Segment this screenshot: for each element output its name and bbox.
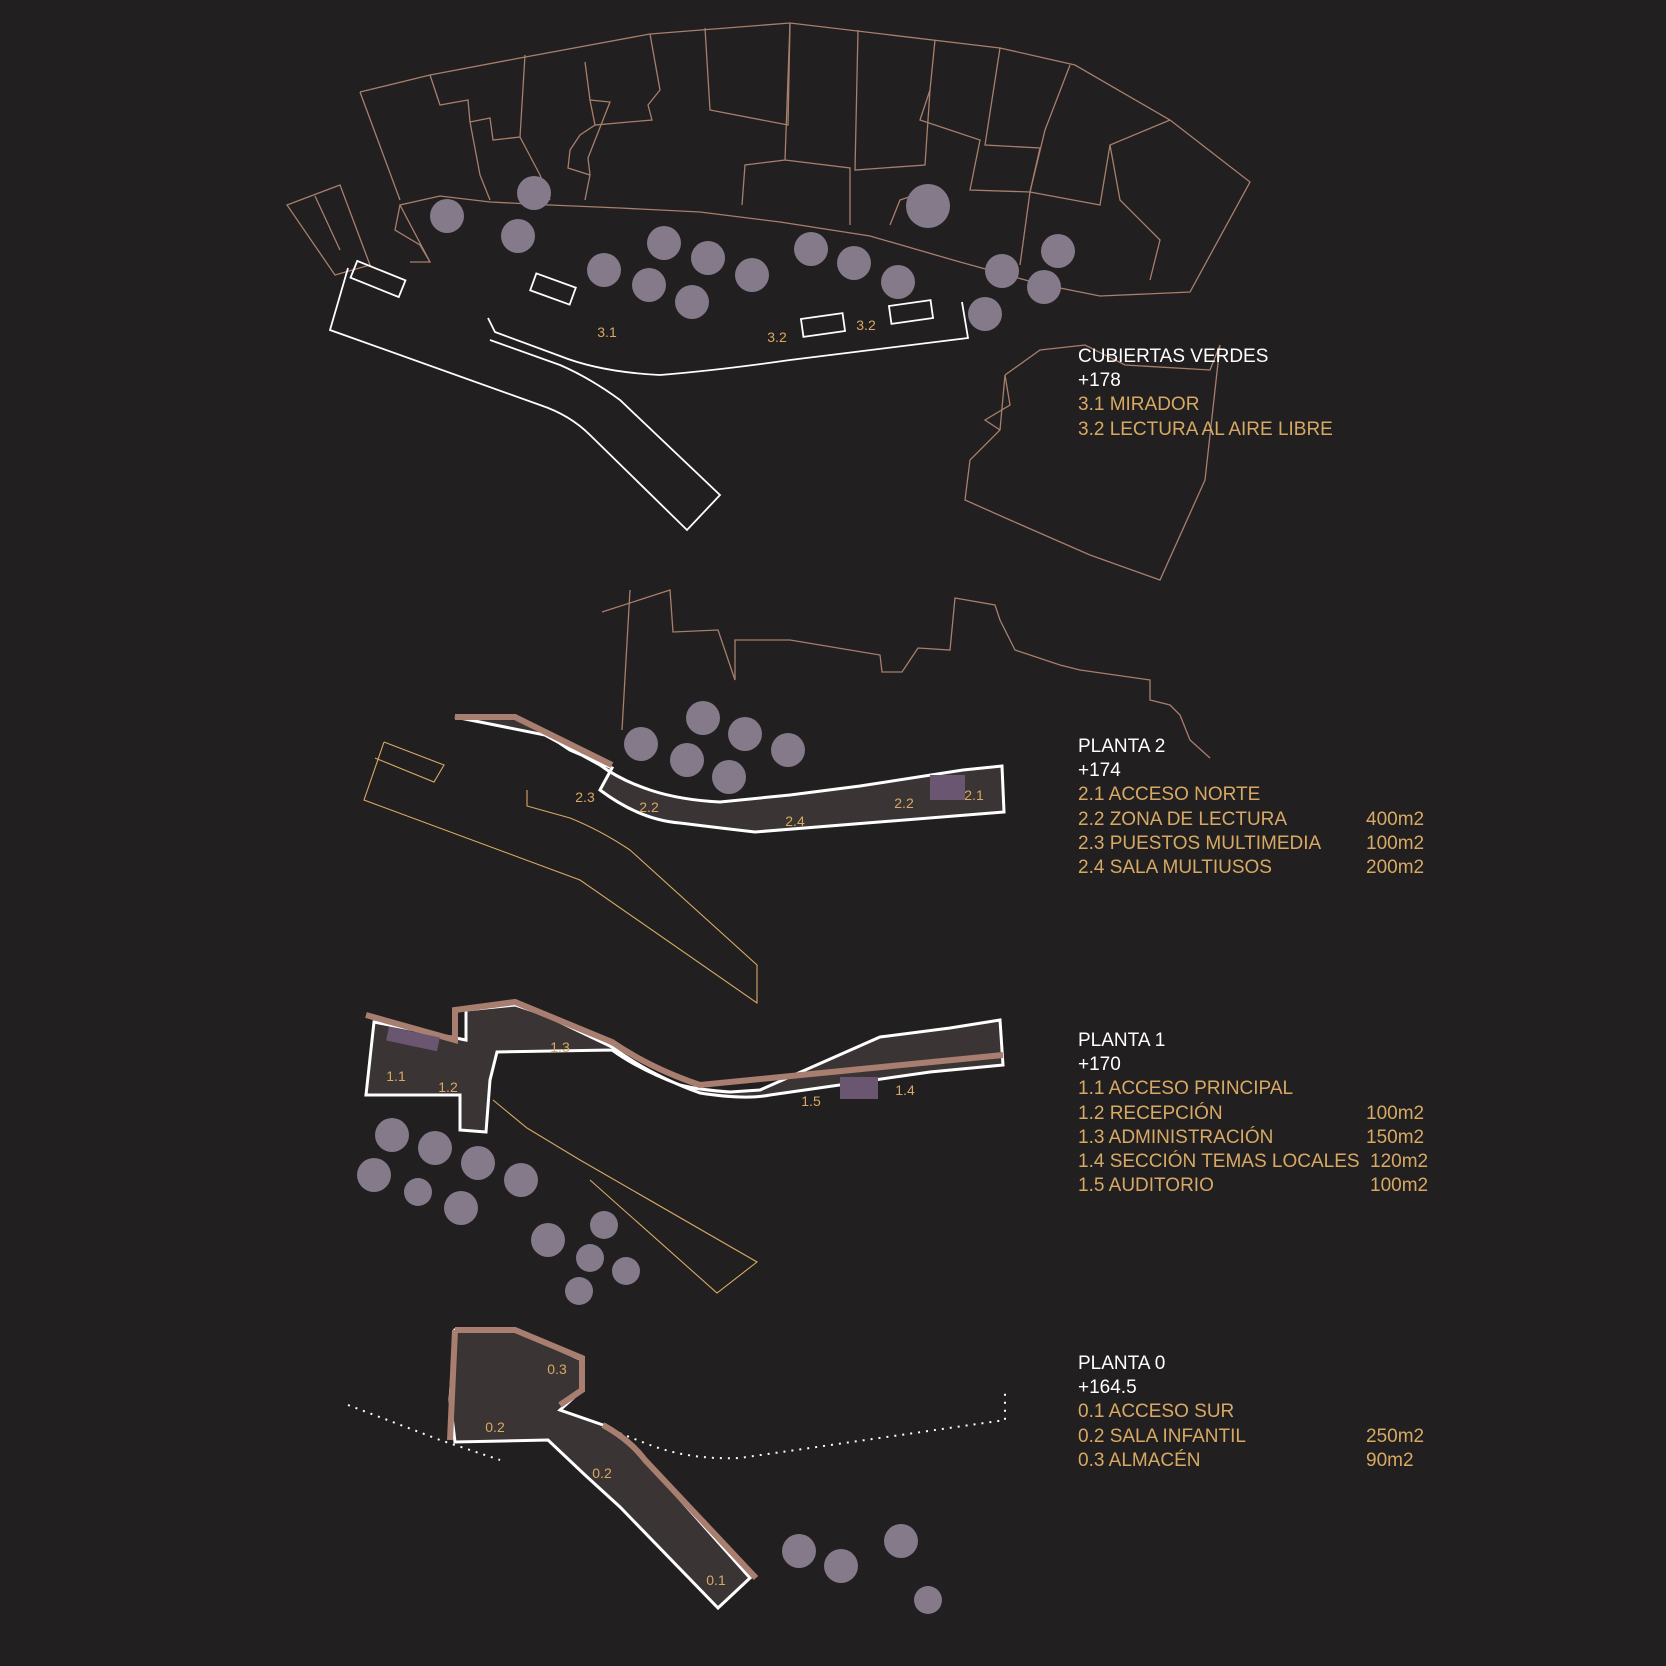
planta0-path — [347, 1390, 1006, 1461]
planta2-labels: 2.3 2.2 2.4 2.2 2.1 — [575, 787, 984, 829]
legend-item-area: 250m2 — [1366, 1425, 1425, 1447]
legend-item: 0.2 SALA INFANTIL 250m2 — [1078, 1425, 1424, 1449]
planta2-trees — [624, 701, 805, 794]
legend-item-label: 2.4 SALA MULTIUSOS — [1078, 856, 1272, 878]
legend-item-label: 1.3 ADMINISTRACIÓN — [1078, 1126, 1274, 1148]
legend-level: +174 — [1078, 760, 1121, 782]
label-1-2: 1.2 — [438, 1079, 458, 1095]
planta1-plan: 1.1 1.2 1.3 1.5 1.4 — [357, 998, 1005, 1305]
label-1-3: 1.3 — [550, 1039, 570, 1055]
label-2-1: 2.1 — [964, 787, 984, 803]
label-2-3: 2.3 — [575, 789, 595, 805]
label-2-4: 2.4 — [785, 813, 805, 829]
legend-item-label: 1.1 ACCESO PRINCIPAL — [1078, 1078, 1294, 1100]
legend-item-label: 0.2 SALA INFANTIL — [1078, 1425, 1246, 1447]
legend-item: 0.1 ACCESO SUR — [1078, 1400, 1246, 1424]
legend-item: 2.4 SALA MULTIUSOS 200m2 — [1078, 856, 1424, 880]
label-3-1: 3.1 — [597, 324, 617, 340]
legend-title: CUBIERTAS VERDES — [1078, 346, 1269, 367]
legend-item-area: 100m2 — [1370, 1175, 1429, 1197]
planta2-parcels — [601, 589, 1211, 759]
legend-item-label: 1.2 RECEPCIÓN — [1078, 1102, 1223, 1124]
legend-item-label: 1.5 AUDITORIO — [1078, 1175, 1214, 1197]
planta1-trees — [357, 1118, 640, 1305]
legend-item-area: 90m2 — [1366, 1449, 1414, 1471]
legend-level: +164.5 — [1078, 1377, 1137, 1399]
legend-level: +178 — [1078, 370, 1121, 392]
legend-cubiertas: CUBIERTAS VERDES +178 3.1 MIRADOR 3.2 LE… — [1078, 345, 1333, 442]
planta1-ground-outline — [492, 1099, 758, 1294]
legend-item: 1.1 ACCESO PRINCIPAL — [1078, 1077, 1360, 1101]
legend-item: 1.2 RECEPCIÓN 100m2 — [1078, 1102, 1424, 1126]
roof-labels: 3.1 3.2 3.2 — [597, 317, 876, 345]
legend-item-label: 2.2 ZONA DE LECTURA — [1078, 808, 1288, 830]
roof-trees — [430, 176, 1075, 331]
legend-planta1: PLANTA 1 +170 1.1 ACCESO PRINCIPAL 1.2 R… — [1078, 1029, 1428, 1198]
label-1-4: 1.4 — [895, 1082, 915, 1098]
legend-item-area: 200m2 — [1366, 856, 1425, 878]
label-2-2: 2.2 — [639, 799, 659, 815]
legend-item: 2.1 ACCESO NORTE — [1078, 783, 1321, 807]
legend-item-label: 1.4 SECCIÓN TEMAS LOCALES — [1078, 1150, 1360, 1172]
planta0-labels: 0.3 0.2 0.2 0.1 — [485, 1361, 726, 1588]
legend-title: PLANTA 1 — [1078, 1030, 1166, 1051]
roof-parcels — [285, 22, 1251, 581]
legend-item-area: 100m2 — [1366, 832, 1425, 854]
legend-item-label: 3.2 LECTURA AL AIRE LIBRE — [1078, 418, 1333, 440]
legend-item: 3.1 MIRADOR — [1078, 393, 1333, 417]
label-0-1: 0.1 — [706, 1572, 726, 1588]
legend-item-area: 150m2 — [1366, 1126, 1425, 1148]
label-3-2b: 3.2 — [856, 317, 876, 333]
planta2-ground-outline — [363, 741, 758, 1005]
legend-item-area: 100m2 — [1366, 1102, 1425, 1124]
legend-item: 0.3 ALMACÉN 90m2 — [1078, 1449, 1414, 1473]
legend-item: 2.2 ZONA DE LECTURA 400m2 — [1078, 808, 1424, 832]
label-3-2: 3.2 — [767, 329, 787, 345]
legend-item: 3.2 LECTURA AL AIRE LIBRE — [1078, 418, 1333, 442]
legend-item: 2.3 PUESTOS MULTIMEDIA 100m2 — [1078, 832, 1424, 856]
planta1-building — [364, 998, 1005, 1134]
planta1-labels: 1.1 1.2 1.3 1.5 1.4 — [386, 1039, 915, 1109]
legend-item-label: 2.3 PUESTOS MULTIMEDIA — [1078, 832, 1322, 854]
planta0-plan: 0.3 0.2 0.2 0.1 — [347, 1327, 1006, 1614]
legend-item: 1.3 ADMINISTRACIÓN 150m2 — [1078, 1126, 1424, 1150]
label-1-1: 1.1 — [386, 1068, 406, 1084]
planta0-trees — [782, 1524, 942, 1614]
legend-item-area: 120m2 — [1370, 1150, 1429, 1172]
legend-item-label: 0.1 ACCESO SUR — [1078, 1401, 1235, 1423]
legend-item-label: 0.3 ALMACÉN — [1078, 1449, 1201, 1471]
legend-title: PLANTA 0 — [1078, 1353, 1166, 1374]
label-2-2b: 2.2 — [894, 795, 914, 811]
planta0-building — [447, 1327, 759, 1611]
legend-item-label: 3.1 MIRADOR — [1078, 394, 1200, 416]
roof-plan: 3.1 3.2 3.2 — [285, 22, 1251, 581]
label-1-5: 1.5 — [801, 1093, 821, 1109]
label-0-2b: 0.2 — [592, 1465, 612, 1481]
planta2-plan: 2.3 2.2 2.4 2.2 2.1 — [363, 589, 1211, 1005]
legend-item: 1.4 SECCIÓN TEMAS LOCALES 120m2 — [1078, 1150, 1428, 1174]
label-0-2: 0.2 — [485, 1419, 505, 1435]
label-0-3: 0.3 — [547, 1361, 567, 1377]
planta2-building — [454, 714, 1006, 834]
legend-item-area: 400m2 — [1366, 808, 1425, 830]
legend-item-label: 2.1 ACCESO NORTE — [1078, 784, 1261, 806]
legend-planta0: PLANTA 0 +164.5 0.1 ACCESO SUR 0.2 SALA … — [1078, 1352, 1424, 1473]
legend-title: PLANTA 2 — [1078, 736, 1166, 757]
legend-item: 1.5 AUDITORIO 100m2 — [1078, 1174, 1428, 1198]
legend-planta2: PLANTA 2 +174 2.1 ACCESO NORTE 2.2 ZONA … — [1078, 735, 1424, 880]
legend-level: +170 — [1078, 1054, 1121, 1076]
roof-outline — [328, 259, 970, 532]
